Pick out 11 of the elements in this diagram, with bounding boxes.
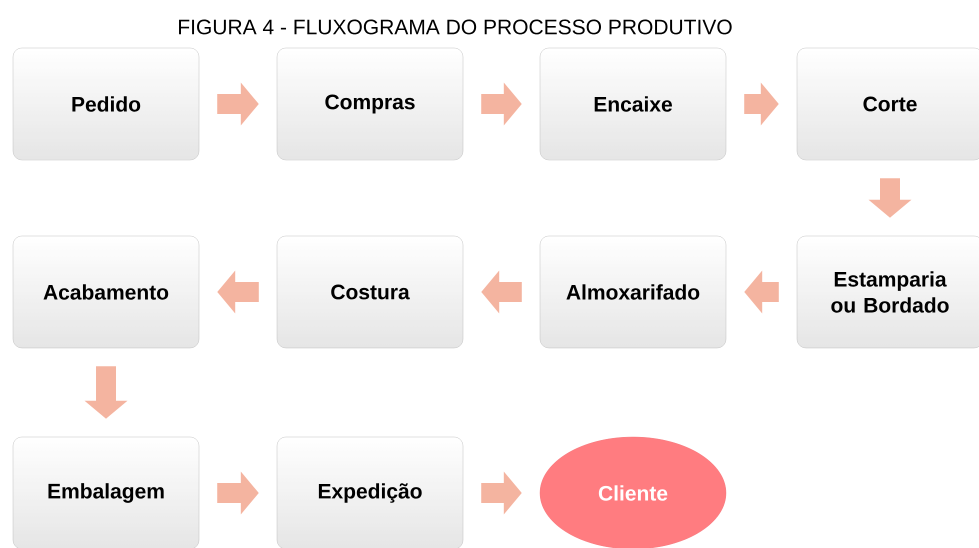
process-box: Compras [276,48,464,160]
process-box: Expedição [276,436,464,548]
process-box: Estamparia ou Bordado [796,236,979,348]
process-box: Almoxarifado [540,236,726,348]
process-box: Pedido [12,48,200,160]
process-box: Embalagem [12,436,200,548]
process-box: Acabamento [12,236,200,348]
process-box: Encaixe [540,48,726,160]
process-box: Costura [276,236,464,348]
title: FIGURA 4 - FLUXOGRAMA DO PROCESSO PRODUTIVO [179,20,732,34]
process-box: Corte [796,48,979,160]
